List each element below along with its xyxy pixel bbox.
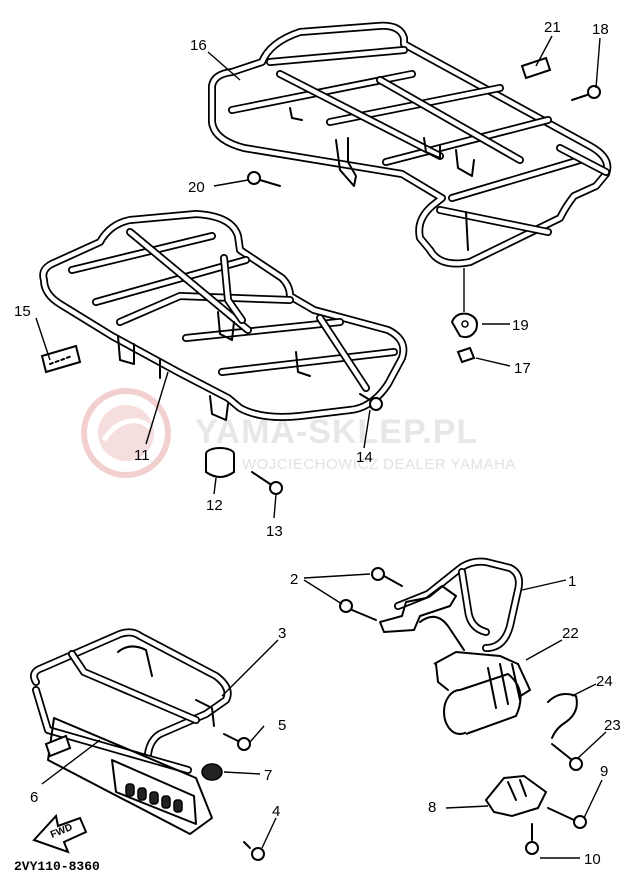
bolt-2b-part — [339, 599, 377, 621]
callout-3: 3 — [278, 625, 286, 642]
bolt-18-part — [571, 85, 601, 101]
rear-bumper — [379, 557, 523, 652]
callout-14: 14 — [356, 449, 373, 466]
bolt-20-part — [247, 171, 281, 187]
callout-6: 6 — [30, 789, 38, 806]
callout-10: 10 — [584, 851, 601, 868]
callout-17: 17 — [514, 360, 531, 377]
rear-carrier — [208, 21, 612, 268]
watermark-subtitle: WOJCIECHOWICZ DEALER YAMAHA — [242, 456, 516, 473]
callout-2: 2 — [290, 571, 298, 588]
watermark: YAMA-SKLEP.PL WOJCIECHOWICZ DEALER YAMAH… — [81, 388, 516, 478]
callout-7: 7 — [264, 767, 272, 784]
label-21-part — [520, 56, 552, 80]
bolt-10-part — [525, 823, 539, 855]
bolt-5-part — [223, 733, 251, 751]
front-bumper — [30, 628, 232, 835]
nut-19-part — [450, 312, 478, 339]
callout-20: 20 — [188, 179, 205, 196]
callout-13: 13 — [266, 523, 283, 540]
bolt-2a-part — [371, 567, 403, 587]
leader-lines — [35, 35, 607, 859]
callout-4: 4 — [272, 803, 280, 820]
collar-12-part — [205, 447, 235, 478]
skid-plate-slots — [125, 783, 183, 813]
callout-8: 8 — [428, 799, 436, 816]
callout-9: 9 — [600, 763, 608, 780]
bolt-9-part — [547, 807, 587, 829]
callout-23: 23 — [604, 717, 621, 734]
winch-22-part — [433, 650, 532, 735]
collar-17-part — [456, 346, 476, 364]
callout-24: 24 — [596, 673, 613, 690]
grommet-7-part — [201, 763, 223, 781]
front-carrier — [39, 210, 408, 421]
callout-16: 16 — [190, 37, 207, 54]
clip-24-part — [547, 693, 578, 739]
bolt-14-part — [359, 393, 383, 411]
callout-18: 18 — [592, 21, 609, 38]
callout-22: 22 — [562, 625, 579, 642]
diagram-code: 2VY110-8360 — [14, 859, 100, 874]
callout-11: 11 — [134, 447, 150, 464]
bolt-23-part — [551, 743, 583, 771]
callout-19: 19 — [512, 317, 529, 334]
callout-12: 12 — [206, 497, 223, 514]
label-6-part — [44, 734, 72, 758]
callout-21: 21 — [544, 19, 561, 36]
bolt-4-part — [243, 841, 265, 861]
label-15-part — [40, 344, 82, 374]
callout-5: 5 — [278, 717, 286, 734]
callout-15: 15 — [14, 303, 31, 320]
fwd-arrow-icon: FWD — [32, 813, 88, 854]
bolt-13-part — [251, 471, 283, 495]
bracket-8-part — [484, 774, 548, 818]
callout-1: 1 — [568, 573, 576, 590]
watermark-logo-icon — [81, 388, 171, 478]
watermark-title: YAMA-SKLEP.PL — [195, 413, 478, 451]
